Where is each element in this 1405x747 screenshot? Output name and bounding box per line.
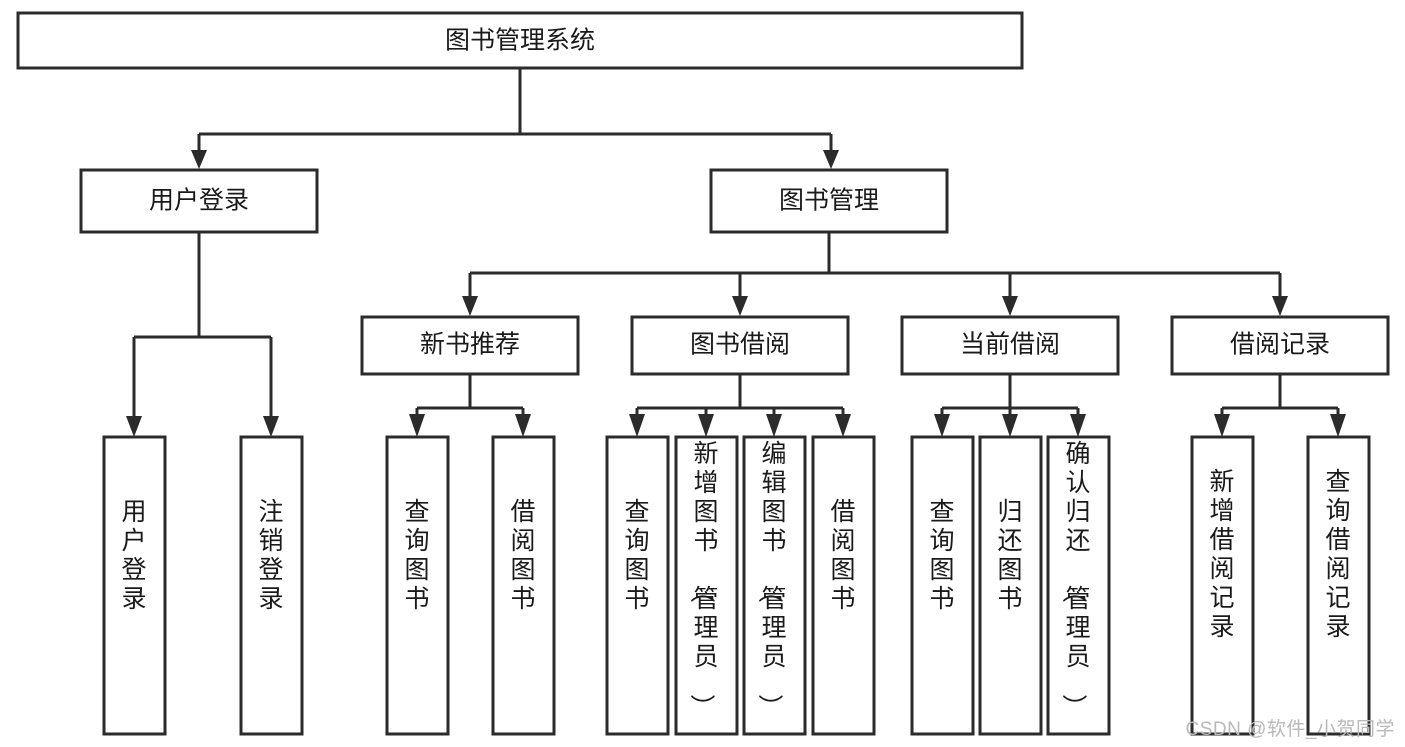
leaf-node[interactable]: 确认归还（管理员）: [1046, 435, 1111, 736]
arrow-bookborrow-leaf1: [629, 414, 645, 437]
leaf-node[interactable]: 查询图书: [910, 435, 975, 736]
arrow-newbook-leaf2: [515, 414, 531, 437]
leaf-currentborrow-confirm-label: 确认归还（管理员）: [1059, 440, 1090, 719]
leaf-bookborrow-borrow-label: 借阅图书: [830, 498, 855, 613]
leaf-borrowrecord-query-label: 查询借阅记录: [1325, 468, 1350, 641]
node-new-book-recommend-label: 新书推荐: [420, 331, 520, 359]
arrow-currentborrow-leaf2: [1002, 414, 1018, 437]
arrow-to-book-borrow: [732, 296, 748, 316]
connectors-bookmanage-to-level3: [462, 233, 1288, 316]
leaf-currentborrow-query-box: [910, 435, 975, 736]
leaf-bookborrow-query-box: [605, 435, 670, 736]
node-current-borrow-box: [900, 315, 1120, 376]
node-root-label: 图书管理系统: [445, 27, 595, 55]
node-user-login-label: 用户登录: [149, 187, 249, 215]
leaf-node[interactable]: 查询图书: [385, 435, 450, 736]
node-current-borrow[interactable]: 当前借阅: [900, 315, 1120, 376]
node-book-management-label: 图书管理: [779, 187, 879, 215]
arrow-borrowrecord-leaf1: [1214, 414, 1230, 437]
connectors-userlogin-to-leaves: [126, 232, 279, 437]
leaf-node[interactable]: 用户登录: [102, 435, 167, 736]
leaf-newbook-borrow-label: 借阅图书: [510, 498, 535, 613]
node-borrow-record[interactable]: 借阅记录: [1170, 315, 1390, 376]
leaf-bookborrow-edit-label: 编辑图书（管理员）: [755, 440, 786, 719]
leaf-bookborrow-add-label: 新增图书（管理员）: [687, 440, 718, 719]
node-current-borrow-label: 当前借阅: [960, 331, 1060, 359]
arrow-currentborrow-leaf1: [934, 414, 950, 437]
leaf-newbook-query-box: [385, 435, 450, 736]
node-book-management[interactable]: 图书管理: [709, 168, 949, 234]
connectors-root-to-level2: [191, 68, 839, 169]
arrow-userlogin-leaf1: [126, 416, 142, 437]
node-root-book-management-system[interactable]: 图书管理系统: [16, 11, 1024, 70]
leaf-borrowrecord-add-label: 新增借阅记录: [1209, 468, 1234, 641]
arrow-bookborrow-leaf4: [835, 414, 851, 437]
arrow-to-current-borrow: [1002, 296, 1018, 316]
arrow-to-book-manage: [823, 150, 839, 169]
leaf-node[interactable]: 归还图书: [978, 435, 1043, 736]
node-book-borrow-label: 图书借阅: [690, 331, 790, 359]
connectors-newbook-to-leaves: [409, 374, 531, 437]
arrow-newbook-leaf1: [409, 414, 425, 437]
leaf-node[interactable]: 查询借阅记录: [1306, 435, 1371, 736]
connectors-currentborrow-to-leaves: [934, 374, 1086, 437]
leaf-node[interactable]: 查询图书: [605, 435, 670, 736]
leaf-newbook-query-label: 查询图书: [404, 498, 429, 613]
leaf-currentborrow-return-box: [978, 435, 1043, 736]
node-user-login[interactable]: 用户登录: [79, 168, 319, 234]
node-new-book-recommend[interactable]: 新书推荐: [360, 315, 580, 376]
connectors-bookborrow-to-leaves: [629, 374, 851, 437]
leaf-currentborrow-return-label: 归还图书: [997, 498, 1022, 613]
leaf-bookborrow-add-box: [674, 435, 739, 736]
node-user-login-box: [79, 168, 319, 234]
arrow-bookborrow-leaf2: [698, 414, 714, 437]
arrow-to-borrow-record: [1272, 296, 1288, 316]
arrow-bookborrow-leaf3: [766, 414, 782, 437]
node-book-borrow-box: [630, 315, 850, 376]
node-borrow-record-box: [1170, 315, 1390, 376]
node-new-book-recommend-box: [360, 315, 580, 376]
leaf-currentborrow-confirm-box: [1046, 435, 1111, 736]
arrow-currentborrow-leaf3: [1070, 414, 1086, 437]
leaf-bookborrow-query-label: 查询图书: [624, 498, 649, 613]
leaf-user-login-box: [102, 435, 167, 736]
leaf-logout-box: [239, 435, 304, 736]
node-borrow-record-label: 借阅记录: [1230, 331, 1330, 359]
leaf-node[interactable]: 新增图书（管理员）: [674, 435, 739, 736]
leaf-bookborrow-edit-box: [742, 435, 807, 736]
leaf-node[interactable]: 编辑图书（管理员）: [742, 435, 807, 736]
node-book-borrow[interactable]: 图书借阅: [630, 315, 850, 376]
arrow-userlogin-leaf2: [263, 416, 279, 437]
arrow-to-user-login: [191, 150, 207, 169]
leaf-user-login-label: 用户登录: [121, 498, 146, 613]
node-root-box: [16, 11, 1024, 70]
arrow-to-new-book: [462, 296, 478, 316]
leaf-borrowrecord-add-box: [1190, 435, 1255, 736]
leaf-logout-label: 注销登录: [258, 498, 283, 613]
leaf-node[interactable]: 新增借阅记录: [1190, 435, 1255, 736]
leaf-borrowrecord-query-box: [1306, 435, 1371, 736]
leaf-node[interactable]: 借阅图书: [491, 435, 556, 736]
leaf-node[interactable]: 借阅图书: [811, 435, 876, 736]
leaf-currentborrow-query-label: 查询图书: [929, 498, 954, 613]
leaf-node[interactable]: 注销登录: [239, 435, 304, 736]
leaf-newbook-borrow-box: [491, 435, 556, 736]
arrow-borrowrecord-leaf2: [1330, 414, 1346, 437]
leaf-bookborrow-borrow-box: [811, 435, 876, 736]
connectors-borrowrecord-to-leaves: [1214, 374, 1346, 437]
node-book-management-box: [709, 168, 949, 234]
